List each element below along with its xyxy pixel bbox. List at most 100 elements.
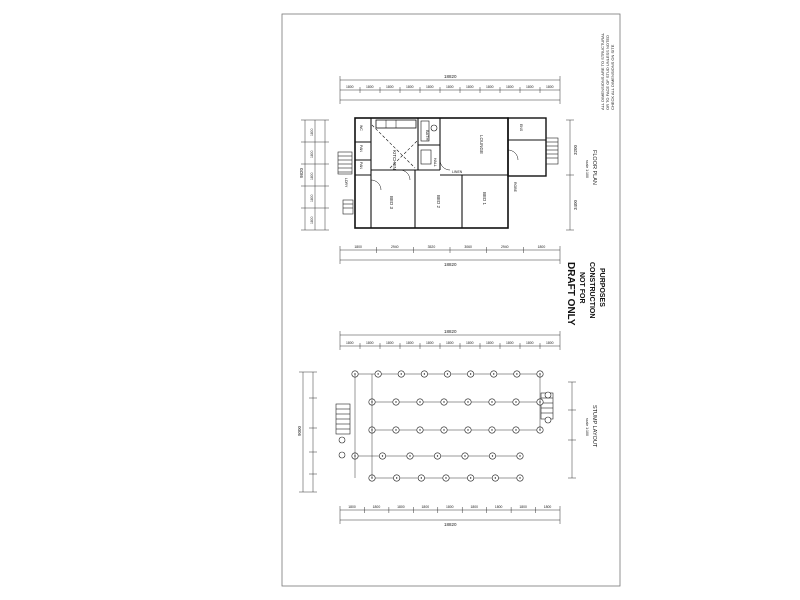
stump-center-32: [519, 455, 521, 457]
stump-layout-title: STUMP LAYOUT: [591, 405, 597, 448]
sl-overall-top-dim: 18820: [444, 329, 457, 334]
fp-bottom-dim-seg-1: 1800: [354, 245, 362, 249]
fp-bottom-dim-seg-5: 2940: [501, 245, 509, 249]
notice-line-4: PURPOSES: [598, 268, 605, 307]
room-bed2: BED 2: [436, 195, 441, 209]
sl-top-dim-seg-6: 1800: [446, 341, 454, 345]
sl-top-dim-seg-11: 1800: [546, 341, 554, 345]
fp-right-steps: [545, 137, 559, 165]
fp-left-dim-seg-4: 1800: [310, 194, 314, 202]
step-stump-1: [338, 436, 346, 444]
sl-left-total-dim: 9000: [297, 425, 302, 436]
sl-bottom-dim-seg-2: 1800: [373, 505, 381, 509]
room-bed3: BED 3: [389, 196, 394, 210]
fp-left-dim-seg-1: 1800: [310, 128, 314, 136]
sl-top-dim-seg-8: 1800: [486, 341, 494, 345]
note-line-2: OR TO FACE OF STUD UNLESS NOTED: [605, 35, 610, 110]
sl-bottom-dim-seg-8: 1800: [519, 505, 527, 509]
sl-top-dim-seg-1: 1800: [346, 341, 354, 345]
stump-center-35: [420, 477, 423, 479]
stump-center-21: [443, 429, 445, 431]
fp-top-dim-seg-9: 1800: [506, 85, 514, 89]
fp-top-dim-seg-5: 1800: [426, 85, 434, 89]
fp-top-dim-seg-2: 1800: [366, 85, 374, 89]
fp-bottom-dim-seg-4: 3060: [464, 245, 472, 249]
room-hall: HALL: [433, 158, 437, 167]
stump-center-19: [395, 429, 397, 431]
fp-left-steps: [337, 151, 354, 215]
fp-right-dim-b: 3400: [573, 199, 578, 210]
room-kitchen: KITCHEN: [392, 150, 397, 170]
fp-left-dim-seg-3: 1800: [310, 172, 314, 180]
stump-center-27: [381, 455, 384, 457]
stump-center-2: [377, 373, 379, 375]
fp-bottom-dim-seg-3: 3520: [428, 245, 436, 249]
sl-bottom-dim-seg-5: 1800: [446, 505, 454, 509]
stump-center-14: [467, 401, 469, 403]
sl-overall-bottom-dim: 18820: [444, 522, 457, 527]
stump-center-4: [423, 373, 426, 375]
stump-center-23: [491, 429, 493, 431]
notice-line-2: NOT FOR: [578, 272, 585, 304]
sl-bottom-dim-seg-1: 1800: [348, 505, 356, 509]
stump-center-34: [395, 477, 398, 479]
fp-left-dim-seg-2: 1800: [310, 150, 314, 158]
stump-center-29: [436, 455, 439, 457]
fp-bottom-dim-seg-2: 2940: [391, 245, 399, 249]
sl-top-dimensions: [339, 331, 561, 350]
fp-top-dim-seg-8: 1800: [486, 85, 494, 89]
room-pan-1: PAN: [359, 145, 363, 152]
sl-left-steps: [335, 403, 351, 435]
sl-top-dim-seg-3: 1800: [386, 341, 394, 345]
room-wc: WC: [359, 125, 363, 131]
sheet-border: [281, 13, 621, 587]
stump-center-8: [516, 373, 518, 375]
sl-top-dim-seg-2: 1800: [366, 341, 374, 345]
sl-right-dimensions: [568, 381, 576, 479]
notice-line-3: CONSTRUCTION: [588, 262, 595, 318]
stump-center-37: [469, 477, 472, 479]
step-stump-2: [338, 451, 346, 459]
room-lounge: LOUNGE: [479, 135, 484, 154]
sl-top-dim-seg-4: 1800: [406, 341, 414, 345]
fp-overall-top-dim: 18820: [444, 74, 457, 79]
draft-notice: DRAFT ONLY NOT FOR CONSTRUCTION PURPOSES: [565, 262, 605, 326]
fp-top-dim-seg-7: 1800: [466, 85, 474, 89]
room-ldry: LDRY: [344, 178, 348, 188]
fp-top-dimensions: [339, 76, 561, 104]
sl-bottom-dim-seg-4: 1800: [422, 505, 430, 509]
stump-center-13: [443, 401, 445, 403]
stump-layout-scale: scale 1:100: [585, 418, 589, 436]
room-ens: ENS: [519, 124, 523, 132]
fp-left-dimensions: [301, 119, 329, 231]
fp-bottom-dim-seg-6: 1800: [538, 245, 546, 249]
sl-top-dim-seg-9: 1800: [506, 341, 514, 345]
stump-layout: 18820 1800 1800 1800 1800 1800 1800 1800 1800 18…: [297, 329, 597, 527]
stump-center-3: [400, 373, 402, 375]
fp-top-dim-seg-1: 1800: [346, 85, 354, 89]
stump-center-38: [494, 477, 497, 479]
fp-top-dim-seg-3: 1800: [386, 85, 394, 89]
floor-plan: 18820 1800 1800 1800 1800 1800 1800 1800 1800 18…: [299, 74, 597, 267]
stump-center-22: [467, 429, 469, 431]
note-line-1: ALL DIMENSIONS ARE TO STRUCTURAL: [600, 32, 605, 110]
sl-bottom-dim-seg-6: 1800: [470, 505, 478, 509]
sl-top-dim-seg-5: 1800: [426, 341, 434, 345]
fp-overall-left-dim: 9820: [299, 167, 304, 178]
sl-top-dim-seg-7: 1800: [466, 341, 474, 345]
stump-center-11: [395, 401, 397, 403]
room-bath: BATH: [425, 130, 430, 140]
step-stump-3: [544, 391, 552, 399]
fp-right-dim-a: 3200: [573, 144, 578, 155]
stump-center-5: [446, 373, 449, 375]
stump-grid: [338, 370, 552, 482]
notice-line-1: DRAFT ONLY: [565, 262, 576, 326]
sl-bottom-dimensions: [339, 506, 561, 524]
step-stump-4: [544, 416, 552, 424]
stump-center-12: [419, 401, 421, 403]
sl-left-dimensions: [299, 371, 317, 493]
stump-center-20: [419, 429, 421, 431]
stump-center-36: [445, 477, 447, 479]
fp-left-dim-seg-5: 1800: [310, 216, 314, 224]
